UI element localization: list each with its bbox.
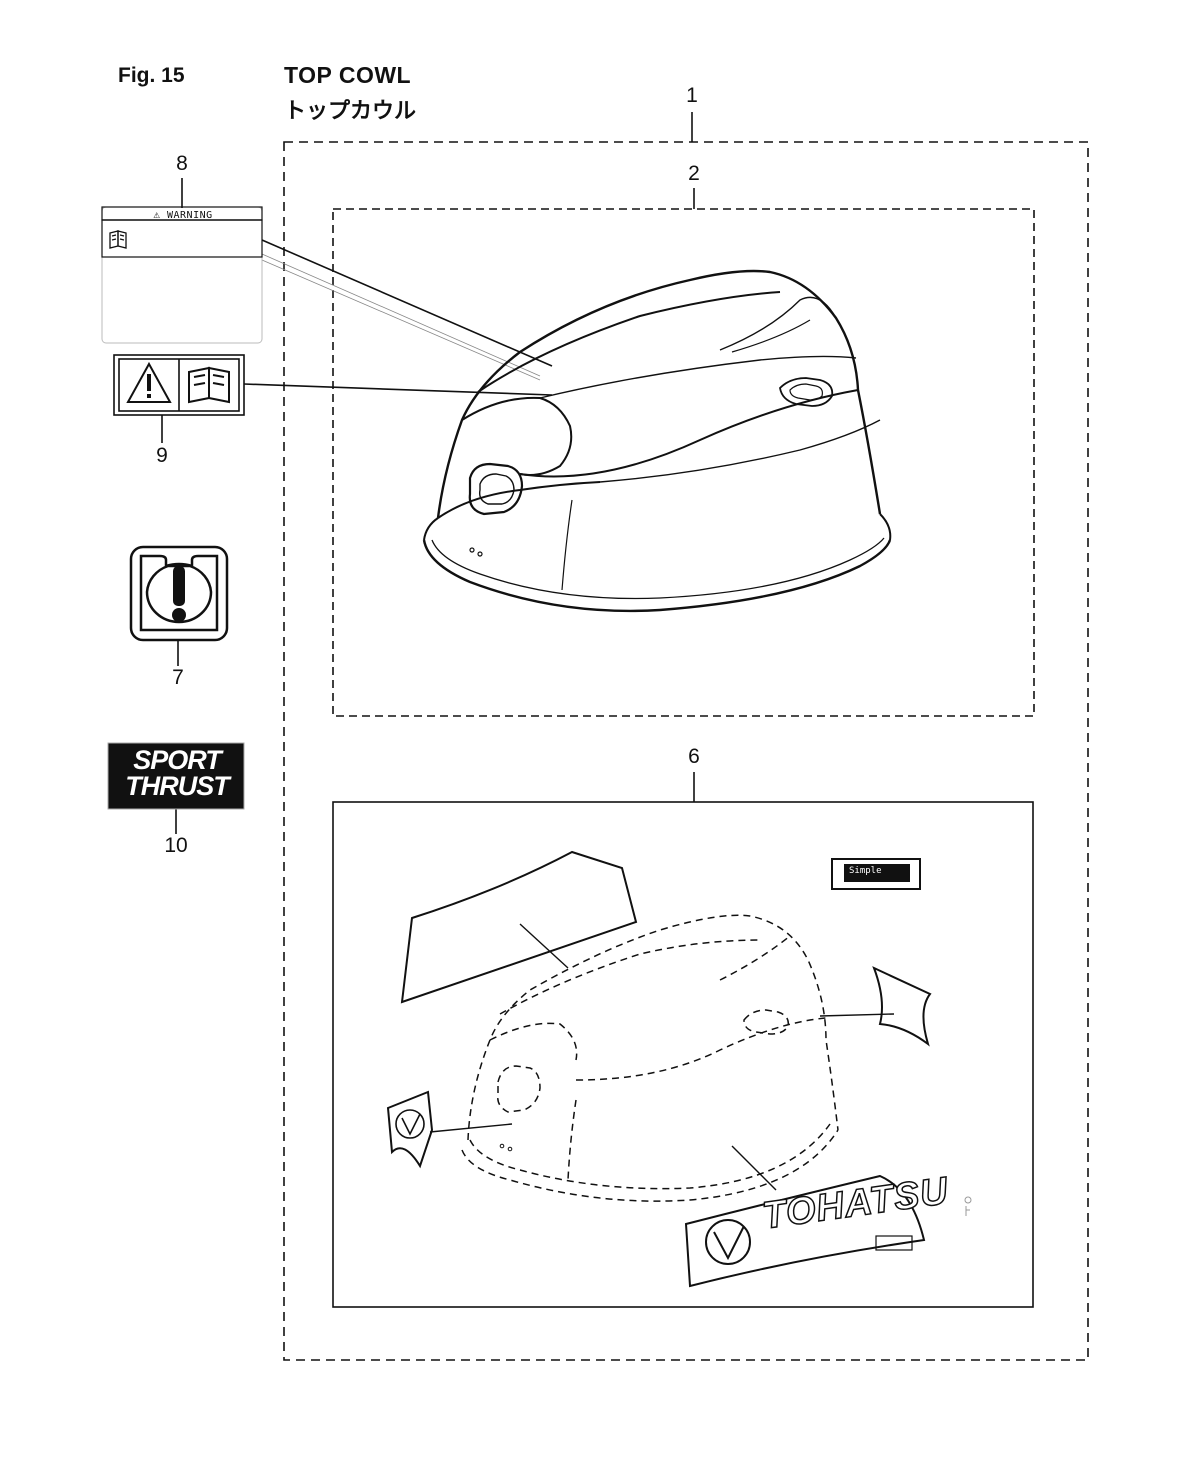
warning-decal-9: [113, 354, 245, 416]
warning-heading: ⚠ WARNING: [153, 208, 213, 221]
callout-7: 7: [172, 666, 184, 689]
caution-decal-7: [129, 545, 229, 642]
callout-9: 9: [156, 444, 168, 467]
sport-thrust-text: SPORT THRUST: [110, 745, 244, 801]
manual-book-icon: [188, 366, 230, 404]
sport-thrust-decal-10: [108, 743, 244, 809]
sport-line-2: THRUST: [125, 771, 230, 801]
figure-title-en: TOP COWL: [284, 62, 412, 88]
rear-side-decal: [872, 966, 932, 1047]
assembly-box-2: [332, 208, 1035, 717]
sport-line-1: SPORT: [133, 745, 222, 775]
figure-label: Fig. 15: [118, 64, 185, 87]
assembly-box-1: [283, 141, 1089, 1361]
warning-triangle-icon: [126, 361, 172, 403]
fi-badge: [875, 1235, 913, 1251]
manual-book-icon: [109, 230, 127, 249]
callout-8: 8: [176, 152, 188, 175]
simple-decal-text: Simple: [846, 866, 885, 876]
exclamation-icon: [172, 566, 186, 622]
callout-10: 10: [164, 834, 188, 857]
logo-decal-small: [386, 1090, 513, 1169]
decal-set-box-6: [332, 801, 1034, 1308]
warning-heading-text: WARNING: [167, 210, 213, 221]
phantom-cowl: [461, 914, 839, 1202]
callout-6: 6: [688, 745, 700, 768]
leader-8-to-cowl: [261, 239, 553, 367]
warning-label-8: [101, 206, 263, 344]
tohatsu-logo-icon: [395, 1109, 425, 1139]
tohatsu-logo-icon: [705, 1219, 751, 1265]
leader-9-to-cowl: [243, 383, 553, 396]
callout-1: 1: [686, 84, 698, 107]
figure-title-jp: トップカウル: [284, 99, 417, 124]
brand-decal: [684, 1145, 926, 1288]
top-decal-panel: [400, 850, 638, 1004]
top-cowl-assembly: [422, 269, 892, 613]
callout-2: 2: [688, 162, 700, 185]
